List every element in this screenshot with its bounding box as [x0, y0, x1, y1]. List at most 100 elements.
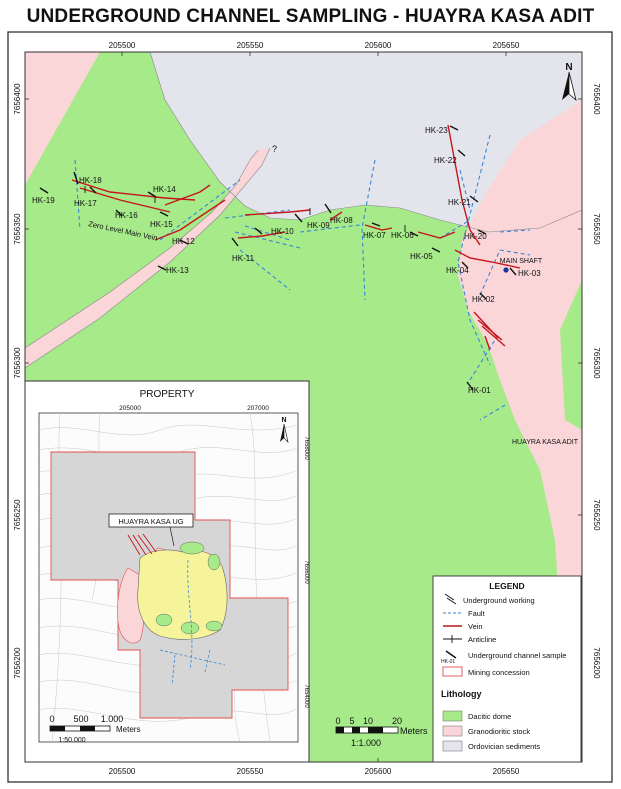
svg-text:Vein: Vein [468, 622, 483, 631]
north-arrow-icon [562, 71, 577, 102]
svg-text:20: 20 [392, 716, 402, 726]
main-shaft-marker [503, 267, 509, 273]
sample-label: HK-21 [448, 198, 471, 207]
granodiorite-dike [25, 148, 270, 368]
svg-text:5: 5 [349, 716, 354, 726]
y-grid-label: 7656400 [13, 83, 22, 115]
inset-faults [159, 559, 226, 686]
sample-label: HK-03 [518, 269, 541, 278]
inset-dacite [207, 553, 221, 571]
legend-item-channel-sample: HK-01 Underground channel sample [441, 650, 566, 665]
north-label: N [565, 62, 572, 73]
y-grid-label: 7656350 [13, 213, 22, 245]
svg-text:Fault: Fault [468, 609, 486, 618]
inset-y-label: 7656000 [303, 560, 309, 584]
y-grid-label: 7656250 [13, 499, 22, 531]
svg-text:Meters: Meters [400, 726, 428, 736]
x-grid-labels: 205500 205550 205600 205650 205500 20555… [109, 41, 520, 776]
ordovician-sediments-area [150, 52, 582, 232]
inset-x-label: 207000 [247, 405, 269, 412]
outer-frame [7, 31, 613, 783]
svg-text:Mining concession: Mining concession [468, 668, 530, 677]
sample-label: HK-09 [307, 221, 330, 230]
property-inset[interactable]: PROPERTY [24, 380, 310, 763]
sample-label: HK-22 [434, 156, 457, 165]
inset-dacite [205, 620, 223, 632]
sample-label: HK-13 [166, 266, 189, 275]
adit-label: HUAYRA KASA ADIT [512, 439, 579, 446]
inset-dacite [180, 621, 200, 635]
sample-label: HK-14 [153, 185, 176, 194]
x-grid-label: 205550 [237, 41, 264, 50]
x-grid-label: 205500 [109, 767, 136, 776]
svg-text:500: 500 [73, 714, 88, 724]
inset-y-label: 7658000 [303, 436, 309, 460]
inset-y-label: 7654000 [303, 684, 309, 708]
sample-label: HK-02 [472, 295, 495, 304]
inset-scale-bar: 0 500 1.000 Meters 1:50.000 [49, 714, 140, 744]
granodiorite-area-nw [25, 52, 100, 185]
sample-label: HK-10 [271, 227, 294, 236]
legend-item-anticline: Anticline [443, 635, 496, 644]
svg-text:Ordovician sediments: Ordovician sediments [468, 742, 540, 751]
x-grid-label: 205600 [365, 41, 392, 50]
svg-text:Anticline: Anticline [468, 635, 496, 644]
main-shaft-label: MAIN SHAFT [500, 258, 543, 265]
legend-item-ordovician-sediments: Ordovician sediments [442, 740, 540, 752]
svg-text:Granodioritic stock: Granodioritic stock [468, 727, 530, 736]
y-grid-label: 7656200 [13, 647, 22, 679]
sample-label: HK-23 [425, 126, 448, 135]
svg-text:1:50.000: 1:50.000 [58, 737, 85, 744]
sample-label: HK-11 [232, 254, 255, 263]
x-grid-label: 205650 [493, 41, 520, 50]
sample-label: HK-05 [410, 252, 433, 261]
legend-panel: LEGEND Underground working Fault Vein An… [432, 575, 582, 763]
y-grid-labels: 7656400 7656350 7656300 7656250 7656200 … [13, 83, 601, 679]
legend-item-mining-concession: Mining concession [442, 666, 530, 677]
lithology-title: Lithology [441, 689, 482, 699]
sample-label: HK-17 [74, 199, 97, 208]
inset-dacite [155, 613, 173, 627]
svg-text:1:1.000: 1:1.000 [351, 738, 381, 748]
y-grid-label: 7656400 [592, 83, 601, 115]
sample-label: HK-04 [446, 266, 469, 275]
y-grid-label: 7656200 [592, 647, 601, 679]
inset-north-label: N [281, 417, 286, 424]
scale-bar: 0 5 10 20 Meters 1:1.000 [335, 716, 428, 748]
sample-label: HK-07 [363, 231, 386, 240]
granodiorite-area-east [458, 100, 582, 640]
x-grid-label: 205600 [365, 767, 392, 776]
legend-item-fault: Fault [443, 609, 486, 618]
channel-sample-marks [39, 125, 517, 391]
sample-label: HK-18 [79, 176, 102, 185]
sample-label: HK-19 [32, 196, 55, 205]
sample-label: HK-01 [468, 386, 491, 395]
ug-callout-box [108, 513, 194, 528]
inset-title: PROPERTY [140, 389, 195, 400]
svg-text:Underground channel sample: Underground channel sample [468, 651, 566, 660]
inset-x-label: 205000 [119, 405, 141, 412]
ug-callout-label: HUAYRA KASA UG [118, 517, 183, 526]
inset-dacite [179, 541, 205, 555]
sample-label: HK-12 [172, 237, 195, 246]
sample-label: HK-08 [330, 216, 353, 225]
svg-text:1.000: 1.000 [101, 714, 124, 724]
legend-title: LEGEND [489, 581, 524, 591]
sample-labels: HK-01 HK-02 HK-03 HK-04 HK-05 HK-06 HK-0… [32, 126, 541, 395]
x-grid-label: 205650 [493, 767, 520, 776]
svg-text:Dacitic dome: Dacitic dome [468, 712, 511, 721]
x-grid-label: 205550 [237, 767, 264, 776]
y-grid-label: 7656300 [592, 347, 601, 379]
svg-text:0: 0 [335, 716, 340, 726]
legend-item-granodioritic-stock: Granodioritic stock [442, 725, 530, 737]
legend-item-vein: Vein [443, 622, 483, 631]
question-label: ? [272, 144, 277, 154]
sample-label: HK-20 [464, 232, 487, 241]
inset-north-arrow-icon [280, 423, 289, 443]
vein-lines [71, 124, 521, 351]
svg-text:0: 0 [49, 714, 54, 724]
legend-item-dacitic-dome: Dacitic dome [442, 710, 511, 722]
legend-item-underground-working: Underground working [444, 593, 535, 605]
map-title: UNDERGROUND CHANNEL SAMPLING - HUAYRA KA… [26, 6, 595, 27]
